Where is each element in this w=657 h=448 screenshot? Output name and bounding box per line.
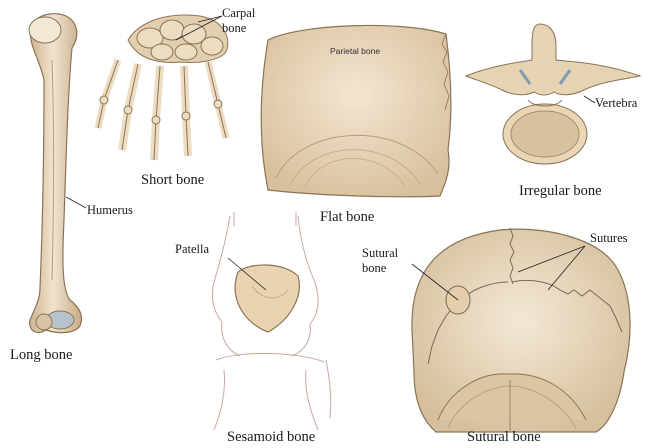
flat-bone-caption: Flat bone [320,210,374,225]
parietal-bone-label: Parietal bone [330,44,380,59]
irregular-bone-caption: Irregular bone [519,184,602,199]
long-bone-caption: Long bone [10,348,72,363]
carpal-bone-label: Carpal bone [222,6,255,36]
sesamoid-bone-caption: Sesamoid bone [227,430,315,445]
humerus-illustration [29,14,82,333]
humerus-label: Humerus [87,203,133,218]
humerus-leader-line [66,197,86,208]
sutural-bone-label: Sutural bone [362,246,398,276]
sutures-label: Sutures [590,231,628,246]
vertebra-label: Vertebra [595,96,637,111]
vertebra-leader-line [584,96,595,103]
vertebra-illustration [466,24,640,164]
patella-label: Patella [175,242,209,257]
hand-carpal-illustration [98,15,228,160]
skull-illustration [412,228,630,432]
sutural-bone-caption: Sutural bone [467,430,541,445]
short-bone-caption: Short bone [141,173,204,188]
knee-patella-illustration [212,212,330,430]
